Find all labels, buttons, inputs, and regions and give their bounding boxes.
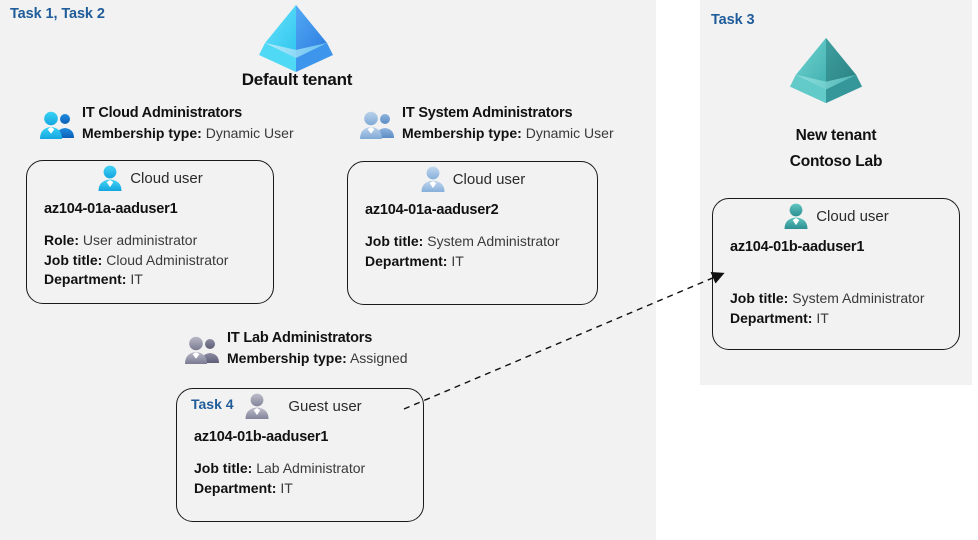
group-it-system-administrators: IT System Administrators Membership type… (358, 104, 614, 143)
task-label-1-2: Task 1, Task 2 (10, 6, 105, 22)
group-membership-label: Membership type: (82, 125, 202, 141)
property-value: IT (280, 479, 293, 496)
group-name: IT Cloud Administrators (82, 105, 243, 121)
property-label: Department: (365, 252, 448, 269)
property-label: Job title: (44, 251, 103, 268)
group-it-cloud-administrators: IT Cloud Administrators Membership type:… (38, 104, 294, 143)
user-upn: az104-01b-aaduser1 (730, 239, 865, 255)
property-value: IT (451, 252, 464, 269)
user-card-az104-01a-aaduser2[interactable]: Cloud user az104-01a-aaduser2 Job title:… (347, 161, 598, 305)
property-label: Department: (44, 271, 127, 287)
group-membership-value: Dynamic User (205, 125, 294, 141)
user-card-az104-01b-aaduser1-cloud[interactable]: Cloud user az104-01b-aaduser1 Job title:… (712, 198, 960, 350)
default-tenant-title: Default tenant (241, 70, 353, 89)
user-upn: az104-01a-aaduser1 (44, 201, 178, 217)
guest-user-icon (244, 392, 270, 420)
card-header: Cloud user (713, 199, 959, 233)
property-label: Job title: (730, 290, 789, 306)
cloud-user-icon (783, 202, 809, 230)
property-value: System Administrator (427, 233, 560, 249)
user-type-label: Cloud user (130, 169, 203, 187)
cloud-user-icon (420, 165, 446, 193)
property-value: Cloud Administrator (106, 251, 229, 268)
property-label: Department: (194, 479, 277, 496)
property-value: System Administrator (792, 290, 925, 306)
user-card-az104-01b-aaduser1-guest[interactable]: Task 4 Guest user az104-01b-aaduser1 Job… (176, 388, 424, 522)
task-label-3: Task 3 (711, 12, 755, 28)
user-type-label: Guest user (288, 397, 362, 415)
property-row: Job title: System Administrator (365, 232, 597, 252)
card-header: Cloud user (27, 161, 273, 195)
group-membership-label: Membership type: (227, 350, 347, 366)
group-users-icon (358, 110, 398, 140)
group-it-lab-administrators: IT Lab Administrators Membership type: A… (183, 329, 408, 368)
property-label: Job title: (194, 460, 253, 476)
property-value: IT (130, 271, 143, 287)
user-upn: az104-01a-aaduser2 (365, 202, 499, 218)
group-membership-type: Membership type: Dynamic User (402, 123, 614, 143)
property-row: Job title: Cloud Administrator (44, 251, 273, 271)
user-type-label: Cloud user (452, 170, 526, 188)
user-properties: Job title: System Administrator Departme… (730, 289, 959, 328)
property-label: Role: (44, 232, 79, 248)
task-label-4: Task 4 (191, 396, 234, 412)
azure-ad-tenant-icon-new (788, 34, 864, 108)
group-membership-type: Membership type: Dynamic User (82, 123, 294, 143)
property-row: Department: IT (44, 270, 273, 290)
group-users-icon (183, 335, 223, 365)
new-tenant-title-line1: New tenant (795, 127, 877, 144)
user-card-az104-01a-aaduser1[interactable]: Cloud user az104-01a-aaduser1 Role: User… (26, 160, 274, 304)
property-row: Job title: System Administrator (730, 289, 959, 309)
user-upn: az104-01b-aaduser1 (194, 429, 329, 445)
property-value: Lab Administrator (256, 460, 366, 476)
group-membership-value: Dynamic User (525, 125, 614, 141)
card-header: Task 4 Guest user (177, 389, 423, 423)
group-name: IT Lab Administrators (227, 330, 373, 346)
property-row: Job title: Lab Administrator (194, 459, 423, 479)
property-label: Department: (730, 309, 813, 326)
card-header: Cloud user (348, 162, 597, 196)
property-row: Department: IT (730, 309, 959, 329)
user-type-label: Cloud user (816, 207, 889, 225)
property-row: Role: User administrator (44, 231, 273, 251)
user-properties: Role: User administrator Job title: Clou… (44, 231, 273, 290)
group-name: IT System Administrators (402, 105, 573, 121)
property-row: Department: IT (194, 479, 423, 499)
user-properties: Job title: System Administrator Departme… (365, 232, 597, 271)
cloud-user-icon (97, 164, 123, 192)
property-value: IT (816, 309, 829, 326)
group-membership-label: Membership type: (402, 125, 522, 141)
group-membership-type: Membership type: Assigned (227, 348, 408, 368)
property-label: Job title: (365, 233, 424, 249)
group-users-icon (38, 110, 78, 140)
user-properties: Job title: Lab Administrator Department:… (194, 459, 423, 498)
group-membership-value: Assigned (349, 350, 408, 366)
new-tenant-title-line2: Contoso Lab (789, 153, 883, 170)
property-value: User administrator (82, 232, 198, 248)
azure-ad-tenant-icon-default (257, 2, 335, 76)
property-row: Department: IT (365, 252, 597, 272)
default-tenant-panel (0, 0, 656, 540)
